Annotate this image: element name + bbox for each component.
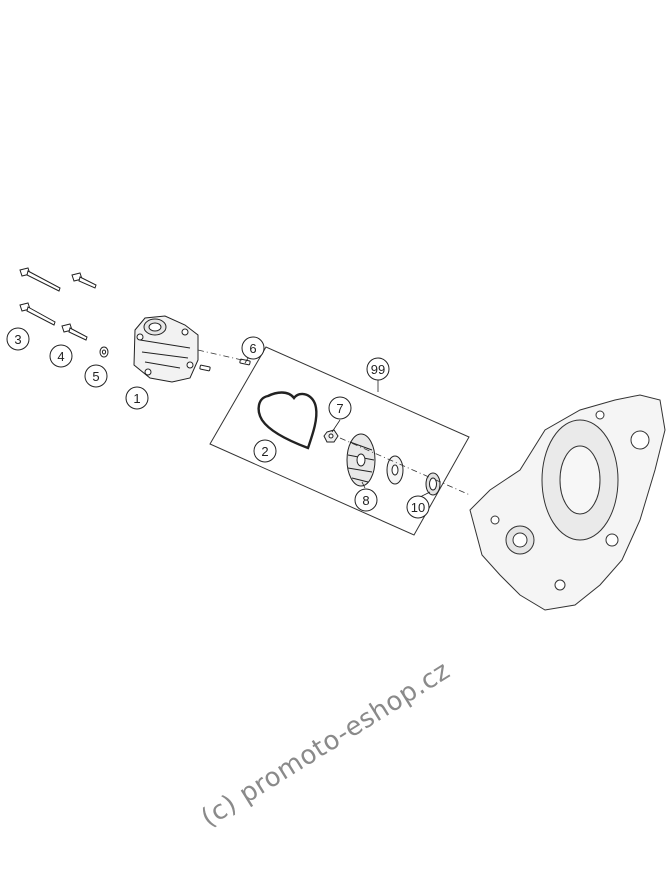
callout-5: 5 <box>84 364 108 388</box>
svg-text:10: 10 <box>411 500 425 515</box>
o-ring-gasket <box>257 391 318 450</box>
callout-3: 3 <box>6 327 30 351</box>
bolt-short-bottom <box>61 323 88 341</box>
washer <box>99 346 109 358</box>
svg-text:3: 3 <box>14 332 21 347</box>
bolt-long-bottom <box>19 302 56 326</box>
callout-1: 1 <box>125 386 149 410</box>
shaft-axis-line <box>339 437 471 496</box>
callout-6: 6 <box>241 336 265 360</box>
svg-text:8: 8 <box>362 493 369 508</box>
bolt-short-top <box>71 272 97 289</box>
water-pump-cover <box>133 315 199 383</box>
callout-8: 8 <box>354 488 378 512</box>
svg-text:7: 7 <box>336 401 343 416</box>
callout-99: 99 <box>366 357 390 381</box>
callout-10: 10 <box>406 495 430 519</box>
bolt-long-top <box>19 267 61 292</box>
shaft-seal <box>425 472 441 496</box>
callout-2: 2 <box>253 439 277 463</box>
svg-text:1: 1 <box>133 391 140 406</box>
svg-text:5: 5 <box>92 369 99 384</box>
axis-line <box>197 349 243 361</box>
svg-text:99: 99 <box>371 362 385 377</box>
svg-text:4: 4 <box>57 349 64 364</box>
kit-box <box>209 346 470 536</box>
engine-clutch-cover <box>469 394 666 611</box>
callout-7: 7 <box>328 396 352 420</box>
callout-4: 4 <box>49 344 73 368</box>
svg-text:6: 6 <box>249 341 256 356</box>
dowel-pin-left <box>199 364 211 372</box>
impeller-nut <box>323 429 339 443</box>
impeller <box>346 433 376 487</box>
dowel-pin-right <box>239 358 251 366</box>
svg-text:2: 2 <box>261 444 268 459</box>
thrust-washer <box>386 455 404 485</box>
